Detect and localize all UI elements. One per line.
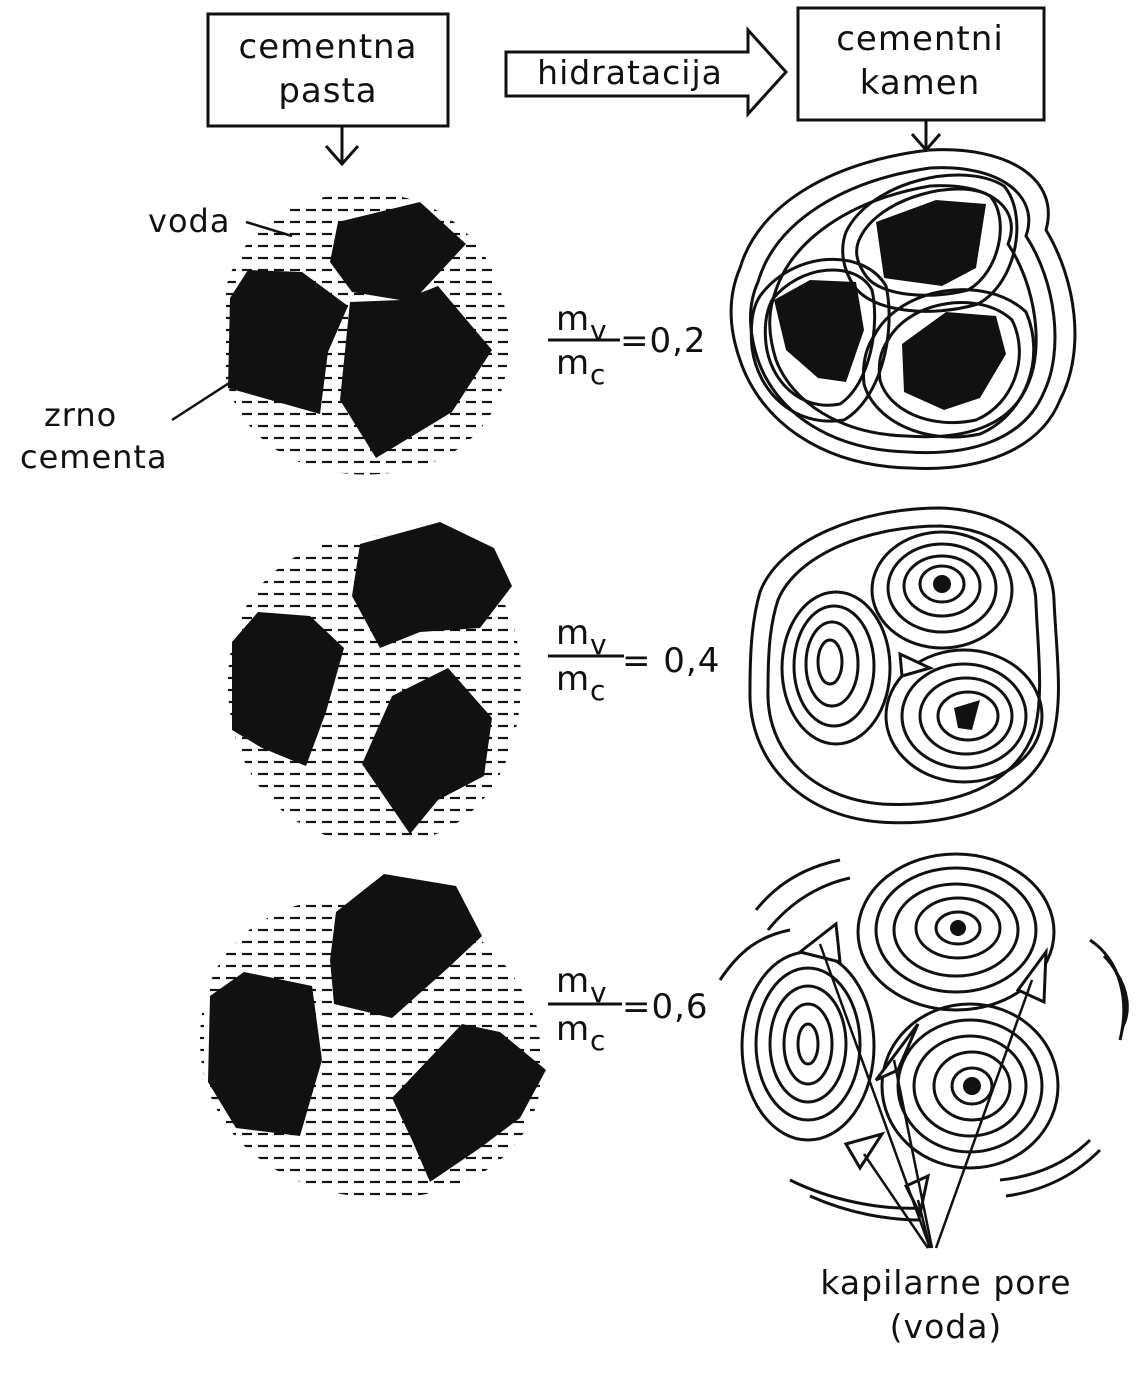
grain-label-2: cementa: [20, 438, 168, 476]
pore-triangle: [843, 1131, 886, 1171]
ratio-3: m v m c =0,6: [548, 961, 709, 1057]
cement-stone-label-2: kamen: [860, 63, 981, 103]
cement-paste-label-2: pasta: [278, 71, 377, 111]
hydrated-core: [954, 700, 980, 730]
grain-pointer-line: [171, 374, 241, 422]
ratio-denominator: m: [556, 343, 590, 383]
paste-down-arrow-icon: [324, 126, 360, 167]
grain-label-1: zrno: [44, 396, 117, 434]
cement-paste-label-1: cementna: [239, 27, 418, 67]
ratio-denominator: m: [556, 659, 590, 699]
hydrated-core: [774, 280, 864, 382]
ratio-numerator: m: [556, 961, 590, 1001]
cement-grain: [392, 1024, 546, 1182]
hydrated-core: [963, 1077, 981, 1095]
paste-cluster-3: [200, 874, 546, 1199]
pore-triangle: [898, 651, 935, 678]
ratio-1: m v m c =0,2: [548, 299, 707, 391]
ratio-value: =0,6: [622, 987, 709, 1027]
cement-stone-box: cementni kamen: [796, 6, 1046, 122]
ratio-value: = 0,4: [622, 641, 720, 681]
cement-grain: [330, 202, 466, 302]
stone-cluster-2: [748, 506, 1060, 825]
hydrated-core: [950, 920, 966, 936]
ratio-numerator: m: [556, 613, 590, 653]
ratio-value: =0,2: [620, 321, 707, 361]
paste-cluster-2: [227, 522, 521, 845]
capillary-pores: [796, 921, 1048, 1219]
ratio-denominator-sub: c: [590, 1024, 606, 1057]
ratio-denominator-sub: c: [590, 358, 606, 391]
cement-paste-box: cementna pasta: [206, 12, 450, 128]
ratio-2: m v m c = 0,4: [548, 613, 720, 707]
cement-grain: [330, 874, 482, 1018]
ratio-numerator-sub: v: [590, 314, 608, 347]
hydrated-core: [902, 312, 1006, 410]
hydrated-core: [876, 200, 986, 286]
ratio-numerator-sub: v: [590, 976, 608, 1009]
pore-triangle: [796, 921, 842, 964]
stone-down-arrow-icon: [910, 120, 942, 153]
hydration-arrow: hidratacija: [504, 26, 789, 118]
ratio-denominator-sub: c: [590, 674, 606, 707]
cement-grain: [228, 270, 348, 414]
paste-cluster-1: [219, 192, 509, 475]
pore-triangle: [1015, 947, 1048, 1005]
cement-grain: [208, 972, 322, 1136]
cement-grain: [362, 668, 492, 834]
hydration-label: hidratacija: [537, 53, 723, 92]
hydrated-core: [933, 575, 951, 593]
pore-pointer-lines: [818, 943, 1034, 1249]
cement-grain: [232, 612, 344, 766]
cement-stone-label-1: cementni: [836, 19, 1004, 59]
water-pointer-line: [245, 220, 293, 238]
stone-cluster-3: [718, 852, 1129, 1222]
cement-grain: [340, 286, 492, 458]
cement-grain: [352, 522, 512, 648]
ratio-numerator: m: [556, 299, 590, 339]
pores-label-1: kapilarne pore: [820, 1263, 1071, 1302]
pores-label-2: (voda): [890, 1307, 1003, 1346]
water-label: voda: [148, 202, 230, 240]
ratio-numerator-sub: v: [590, 628, 608, 661]
pore-triangle: [874, 1023, 920, 1082]
ratio-denominator: m: [556, 1009, 590, 1049]
